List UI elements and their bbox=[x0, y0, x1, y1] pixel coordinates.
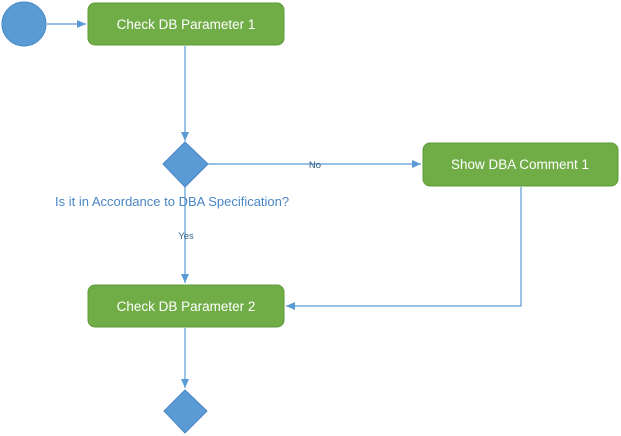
action-node-comment-label: Show DBA Comment 1 bbox=[451, 157, 589, 172]
action-node-step2[interactable]: Check DB Parameter 2 bbox=[87, 284, 285, 328]
action-node-step2-label: Check DB Parameter 2 bbox=[117, 299, 256, 314]
decision-node-1-shape bbox=[162, 141, 209, 188]
decision-node-2[interactable] bbox=[163, 389, 208, 434]
action-node-comment[interactable]: Show DBA Comment 1 bbox=[422, 142, 619, 187]
action-node-step1-shape bbox=[87, 2, 285, 46]
action-node-step1[interactable]: Check DB Parameter 1 bbox=[87, 2, 285, 46]
action-node-step2-shape bbox=[87, 284, 285, 328]
action-node-step1-label: Check DB Parameter 1 bbox=[117, 17, 256, 32]
edge-label-no: No bbox=[309, 160, 321, 171]
edge-comment-to-step2 bbox=[286, 187, 522, 310]
action-node-comment-shape bbox=[422, 142, 619, 187]
edge-label-yes: Yes bbox=[178, 231, 194, 242]
connectors bbox=[47, 20, 522, 388]
start-node[interactable] bbox=[1, 1, 47, 47]
decision-node-1[interactable] bbox=[162, 141, 209, 188]
decision-node-1-label: Is it in Accordance to DBA Specification… bbox=[55, 194, 289, 209]
